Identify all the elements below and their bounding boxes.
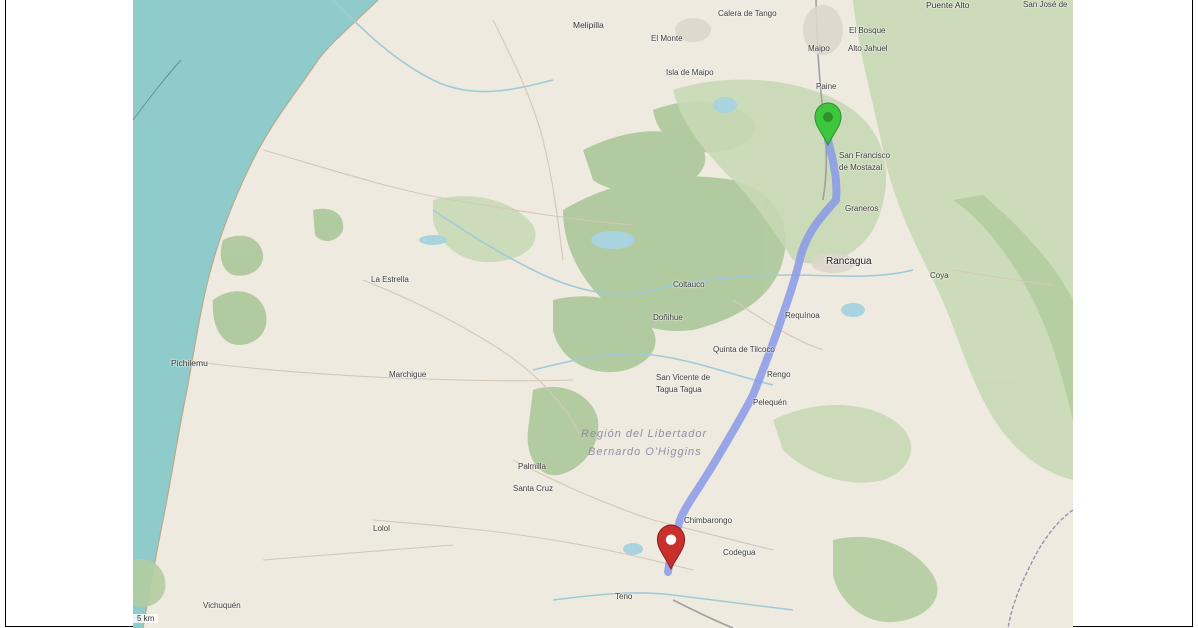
- place-label: El Bosque: [849, 26, 886, 35]
- mountain-forest-right: [133, 195, 1073, 623]
- place-label: Coya: [930, 271, 949, 280]
- forest-areas: [212, 101, 786, 476]
- place-label: Vichuquén: [203, 601, 241, 610]
- coast-line: [142, 0, 379, 628]
- place-label: Requínoa: [785, 311, 820, 320]
- start-marker[interactable]: [813, 102, 843, 151]
- route-line: [664, 136, 841, 576]
- place-label: Rancagua: [826, 256, 872, 267]
- place-label: San José de: [1023, 0, 1068, 9]
- roads: [182, 19, 1054, 571]
- place-label: Puente Alto: [926, 0, 970, 10]
- place-label: Isla de Maipo: [666, 68, 714, 77]
- region-border: [1007, 509, 1073, 628]
- place-label: Pichilemu: [171, 358, 208, 368]
- place-label: El Monte: [651, 34, 683, 43]
- region-label: Región del Libertador: [581, 428, 708, 440]
- lakes: [419, 97, 865, 555]
- place-label: La Estrella: [371, 275, 409, 284]
- place-label: Coltauco: [673, 280, 705, 289]
- map-tiles: [133, 0, 1073, 628]
- scale-bar: 5 km: [133, 614, 159, 623]
- end-marker[interactable]: [655, 524, 687, 575]
- place-label: Marchigue: [389, 370, 427, 379]
- place-label: Santa Cruz: [513, 484, 554, 493]
- map-pin-icon: [656, 524, 686, 571]
- map-view[interactable]: Melipilla El Monte Calera de Tango El Bo…: [133, 0, 1073, 628]
- place-label: Alto Jahuel: [848, 44, 888, 53]
- place-label: Pelequén: [753, 398, 787, 407]
- place-label: Codegua: [723, 548, 756, 557]
- region-label: Bernardo O'Higgins: [588, 446, 702, 458]
- sea-area: [133, 0, 378, 628]
- place-label: Rengo: [767, 370, 791, 379]
- place-label: Palmilla: [518, 462, 547, 471]
- place-label: San Vicente de: [656, 373, 711, 382]
- urban-areas: [675, 5, 855, 273]
- place-label: Lolol: [373, 524, 390, 533]
- place-label: Maipo: [808, 44, 830, 53]
- place-label: Teno: [615, 592, 633, 601]
- place-label: Melipilla: [573, 20, 604, 30]
- map-pin-icon: [814, 102, 842, 147]
- place-label: Chimbarongo: [684, 516, 733, 525]
- place-label: Quinta de Tilcoco: [713, 345, 775, 354]
- place-label: Paine: [816, 82, 837, 91]
- place-label: Doñihue: [653, 313, 683, 322]
- rivers: [332, 0, 914, 611]
- place-label: Graneros: [845, 204, 879, 213]
- place-label: de Mostazal: [839, 163, 883, 172]
- place-label: San Francisco: [839, 151, 891, 160]
- place-label: Calera de Tango: [718, 9, 777, 18]
- place-label: Tagua Tagua: [656, 385, 702, 394]
